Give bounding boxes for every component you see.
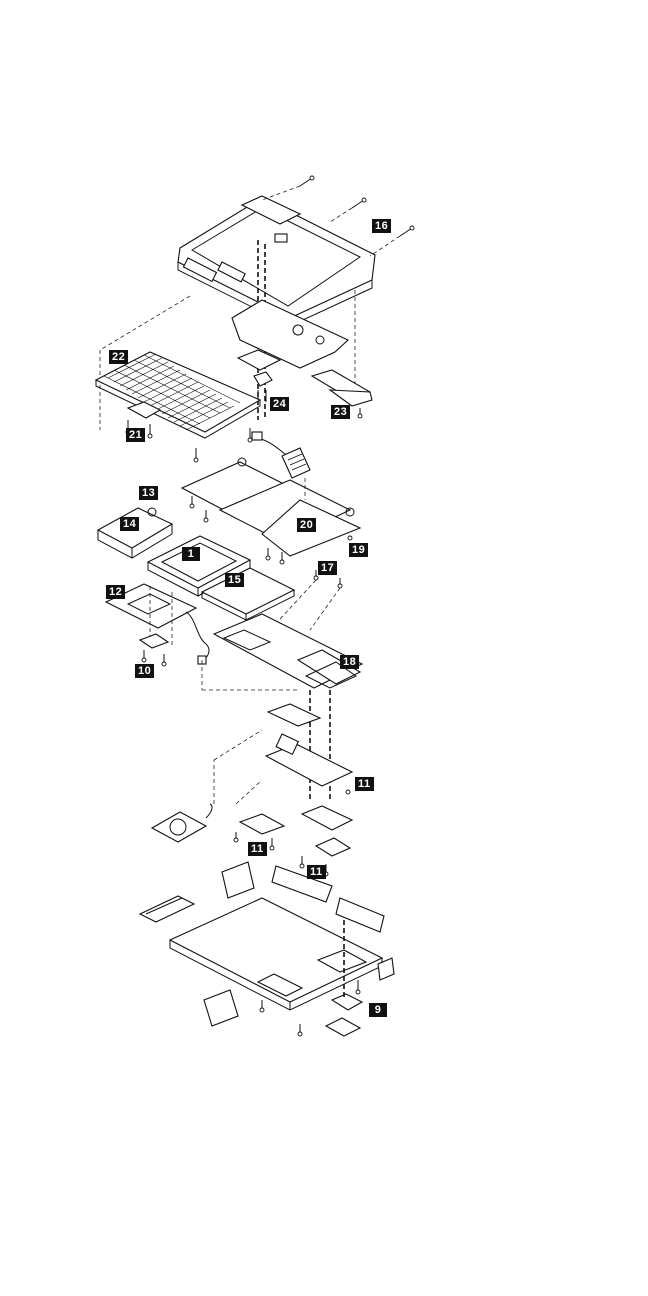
callout-20: 20 [297, 518, 316, 532]
drive-14 [98, 508, 172, 558]
callout-14: 14 [120, 517, 139, 531]
callout-15: 15 [225, 573, 244, 587]
heatsink-11 [266, 734, 352, 786]
callout-21: 21 [126, 428, 145, 442]
callout-11-b: 11 [248, 842, 267, 856]
callout-11-a: 11 [355, 777, 374, 791]
callout-18: 18 [340, 655, 359, 669]
callout-9: 9 [369, 1003, 387, 1017]
callout-23: 23 [331, 405, 350, 419]
callout-11-c: 11 [307, 865, 326, 879]
callout-13: 13 [139, 486, 158, 500]
callout-12: 12 [106, 585, 125, 599]
callout-1: 1 [182, 547, 200, 561]
plate-11b [234, 780, 284, 850]
callout-16: 16 [372, 219, 391, 233]
screw-16c [400, 226, 414, 236]
cable-assembly [252, 432, 310, 478]
callout-22: 22 [109, 350, 128, 364]
callout-17: 17 [318, 561, 337, 575]
frame-18 [214, 614, 362, 688]
bottom-base [170, 862, 394, 1010]
screw-16b [352, 198, 366, 208]
bracket-10 [140, 634, 168, 666]
rail-part [140, 896, 194, 922]
callout-10: 10 [135, 664, 154, 678]
keyboard [96, 352, 260, 438]
screw-16a [300, 176, 314, 186]
bracket-11a [268, 704, 320, 726]
door-part [204, 990, 238, 1026]
callout-24: 24 [270, 397, 289, 411]
callout-19: 19 [349, 543, 368, 557]
